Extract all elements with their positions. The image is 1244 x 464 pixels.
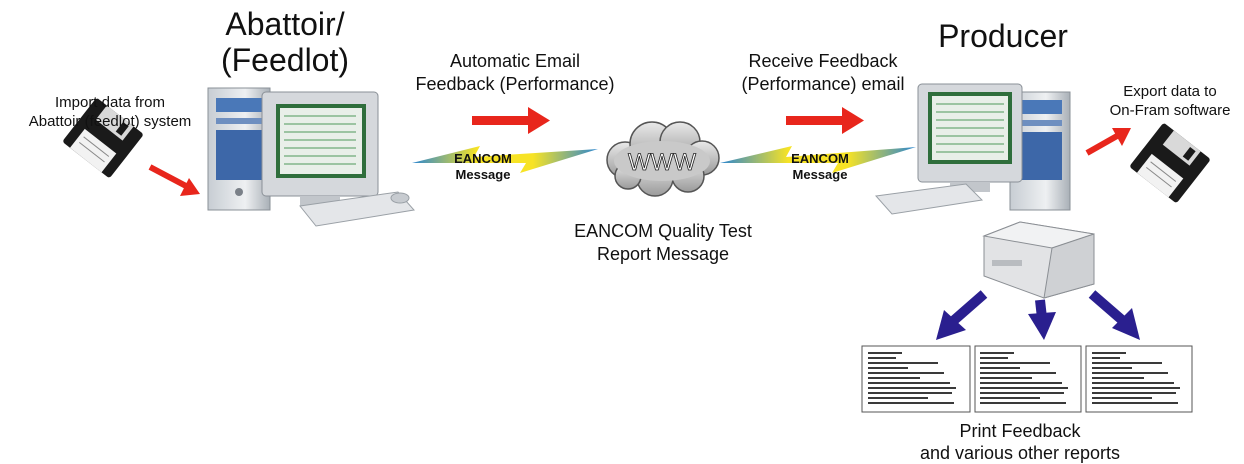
email-feedback-line1: Automatic Email xyxy=(449,51,581,71)
message-bolt-right: EANCOM Message xyxy=(720,146,916,182)
abattoir-title: Abattoir/ (Feedlot) xyxy=(210,6,360,78)
message-right-line2: Message xyxy=(793,167,848,182)
export-label-line1: Export data to xyxy=(1123,83,1217,100)
message-left-line2: Message xyxy=(456,167,511,182)
receive-feedback-line2: (Performance) email xyxy=(741,74,905,94)
report-page-icon xyxy=(974,345,1082,413)
arrow-report-left xyxy=(936,290,988,340)
abattoir-title-line2: (Feedlot) xyxy=(220,42,350,78)
print-feedback-label: Print Feedback and various other reports xyxy=(870,420,1170,464)
export-label: Export data to On-Fram software xyxy=(1100,82,1240,120)
quality-test-label: EANCOM Quality Test Report Message xyxy=(548,220,778,266)
www-cloud-icon: WWW xyxy=(606,121,720,197)
import-label-line1: Import data from xyxy=(54,94,166,111)
arrow-import xyxy=(148,164,200,196)
producer-title: Producer xyxy=(938,18,1068,54)
import-label: Import data from Abattoir (feedlot) syst… xyxy=(10,93,210,131)
floppy-disk-icon-right xyxy=(1130,123,1210,203)
import-label-line2: Abattoir (feedlot) system xyxy=(28,113,192,130)
cloud-label: WWW xyxy=(628,149,696,176)
arrow-report-middle xyxy=(1028,299,1056,340)
arrow-email-feedback xyxy=(472,107,550,134)
arrow-report-right xyxy=(1088,290,1140,340)
arrow-receive-feedback xyxy=(786,107,864,134)
receive-feedback-line1: Receive Feedback xyxy=(748,51,898,71)
message-left-line1: EANCOM xyxy=(454,151,512,166)
email-feedback-label: Automatic Email Feedback (Performance) xyxy=(395,50,635,96)
quality-test-line2: Report Message xyxy=(596,244,730,264)
quality-test-line1: EANCOM Quality Test xyxy=(574,221,752,241)
print-feedback-line2: and various other reports xyxy=(919,443,1121,463)
report-page-icon xyxy=(1085,345,1193,413)
receive-feedback-label: Receive Feedback (Performance) email xyxy=(716,50,930,96)
report-page-icon xyxy=(861,345,971,413)
floppy-disk-icon-left xyxy=(63,98,143,178)
export-label-line2: On-Fram software xyxy=(1109,102,1231,119)
email-feedback-line2: Feedback (Performance) xyxy=(415,74,615,94)
message-right-line1: EANCOM xyxy=(791,151,849,166)
producer-computer-icon xyxy=(875,83,1071,215)
printer-icon xyxy=(982,221,1095,299)
print-feedback-line1: Print Feedback xyxy=(959,421,1081,441)
message-bolt-left: EANCOM Message xyxy=(412,146,598,182)
abattoir-computer-icon xyxy=(207,87,415,227)
abattoir-title-line1: Abattoir/ xyxy=(225,6,345,42)
arrow-export xyxy=(1085,128,1131,156)
